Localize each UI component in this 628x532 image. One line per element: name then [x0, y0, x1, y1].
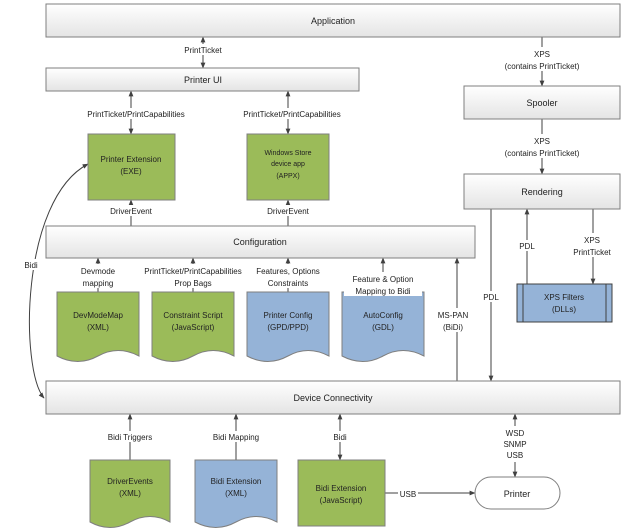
label-ms-pan-line2: (BiDi) [443, 323, 463, 332]
constraint-script-title: Constraint Script [163, 311, 223, 320]
device-connectivity-label: Device Connectivity [293, 393, 373, 403]
label-feature-option-line2: Mapping to Bidi [355, 287, 410, 296]
bidi-extension-xml-title: Bidi Extension [211, 477, 262, 486]
printer-extension-title: Printer Extension [101, 155, 162, 164]
label-ptpc-right: PrintTicket/PrintCapabilities [243, 110, 341, 119]
bidi-extension-js-type: (JavaScript) [320, 496, 363, 505]
label-bidi-triggers: Bidi Triggers [108, 433, 152, 442]
label-driverevent-right: DriverEvent [267, 207, 310, 216]
label-pdl-down: PDL [483, 293, 499, 302]
printer-extension-type: (EXE) [120, 167, 142, 176]
xps-filters-title: XPS Filters [544, 293, 584, 302]
bidi-extension-xml-type: (XML) [225, 489, 247, 498]
application-box: Application [45, 3, 621, 38]
connector-labels: PrintTicket PrintTicket/PrintCapabilitie… [22, 44, 618, 499]
autoconfig-type: (GDL) [372, 323, 394, 332]
constraint-script-type: (JavaScript) [172, 323, 215, 332]
xps-filters-type: (DLLs) [552, 305, 576, 314]
driver-events-type: (XML) [119, 489, 141, 498]
label-devmode: Devmode [81, 267, 116, 276]
configuration-label: Configuration [233, 237, 287, 247]
printer-extension-box: Printer Extension (EXE) [87, 133, 176, 201]
label-snmp: SNMP [503, 440, 526, 449]
label-ms-pan-line1: MS-PAN [438, 311, 469, 320]
spooler-box: Spooler [463, 85, 621, 120]
label-bidi-side: Bidi [24, 261, 38, 270]
constraint-script-doc: Constraint Script (JavaScript) [151, 291, 235, 362]
driver-events-title: DriverEvents [107, 477, 153, 486]
label-usb-vertical: USB [507, 451, 523, 460]
label-bidi-mapping: Bidi Mapping [213, 433, 259, 442]
bidi-extension-js-box: Bidi Extension (JavaScript) [297, 459, 386, 527]
label-driverevent-left: DriverEvent [110, 207, 153, 216]
printer-config-type: (GPD/PPD) [267, 323, 309, 332]
arrow-bidi-extension-connectivity [28, 163, 89, 399]
configuration-box: Configuration [45, 225, 476, 259]
bidi-extension-xml-doc: Bidi Extension (XML) [194, 459, 278, 528]
label-ptpc-left: PrintTicket/PrintCapabilities [87, 110, 185, 119]
devmodemap-type: (XML) [87, 323, 109, 332]
store-app-line2: device app [271, 161, 305, 168]
store-app-line1: Windows Store [264, 150, 311, 157]
label-feature-option-line1: Feature & Option [353, 275, 414, 284]
label-bidi-bottom: Bidi [333, 433, 347, 442]
printer-node: Printer [474, 476, 561, 510]
rendering-box: Rendering [463, 173, 621, 210]
printer-ui-box: Printer UI [45, 67, 360, 92]
label-wsd: WSD [506, 429, 525, 438]
printer-label: Printer [504, 489, 531, 499]
application-label: Application [311, 16, 355, 26]
device-connectivity-box: Device Connectivity [45, 380, 621, 415]
label-mapping: mapping [83, 279, 114, 288]
label-xps-2-line2: (contains PrintTicket) [505, 149, 580, 158]
windows-store-app-box: Windows Store device app (APPX) [246, 133, 330, 201]
store-app-line3: (APPX) [276, 173, 299, 180]
driver-events-doc: DriverEvents (XML) [89, 459, 171, 528]
label-xps-2-line1: XPS [534, 137, 550, 146]
rendering-label: Rendering [521, 187, 563, 197]
devmodemap-doc: DevModeMap (XML) [56, 291, 140, 362]
label-ptpc-bags-line2: Prop Bags [174, 279, 211, 288]
label-printticket: PrintTicket [184, 46, 222, 55]
label-features-line2: Constraints [268, 279, 308, 288]
devmodemap-title: DevModeMap [73, 311, 123, 320]
label-pdl-up: PDL [519, 242, 535, 251]
printer-config-title: Printer Config [264, 311, 313, 320]
autoconfig-doc: AutoConfig (GDL) [341, 291, 425, 362]
xps-filters-box: XPS Filters (DLLs) [516, 283, 613, 323]
label-usb: USB [400, 490, 416, 499]
label-xps-1-line2: (contains PrintTicket) [505, 62, 580, 71]
printer-config-doc: Printer Config (GPD/PPD) [246, 291, 330, 362]
label-features-line1: Features, Options [256, 267, 320, 276]
bidi-extension-js-title: Bidi Extension [316, 484, 367, 493]
label-xps-1-line1: XPS [534, 50, 550, 59]
printer-ui-label: Printer UI [184, 75, 222, 85]
label-ptpc-bags-line1: PrintTicket/PrintCapabilities [144, 267, 242, 276]
spooler-label: Spooler [526, 98, 557, 108]
autoconfig-title: AutoConfig [363, 311, 403, 320]
label-xps-printticket-line1: XPS [584, 236, 600, 245]
label-xps-printticket-line2: PrintTicket [573, 248, 611, 257]
